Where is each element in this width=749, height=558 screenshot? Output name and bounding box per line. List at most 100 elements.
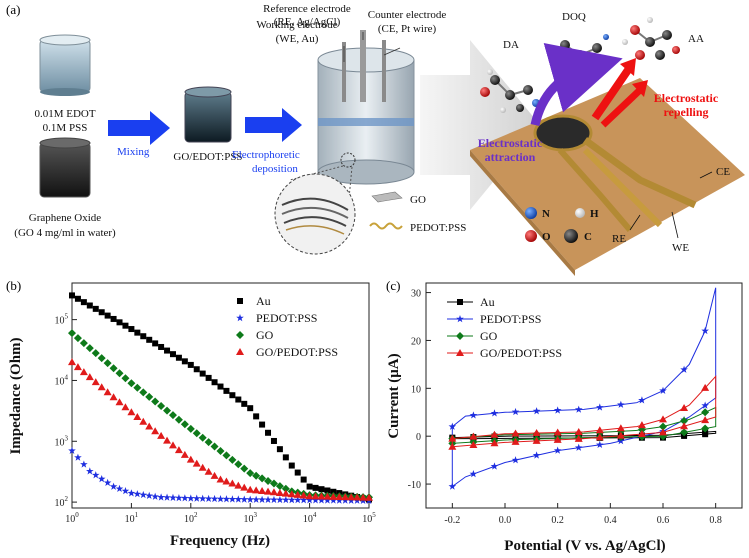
data-point-star	[163, 493, 171, 501]
data-point-star	[210, 494, 219, 503]
data-point-square	[282, 454, 289, 461]
repelling-label-2: repelling	[663, 105, 708, 119]
data-point-triangle	[151, 427, 160, 435]
y-tick-label-b: 104	[55, 373, 69, 387]
mixture-label: GO/EDOT:PSS	[173, 151, 242, 163]
data-point-square	[330, 488, 337, 495]
data-point-diamond	[180, 420, 189, 429]
legend-label-c: GO/PEDOT:PSS	[480, 346, 562, 360]
cv-curve-star	[451, 287, 717, 488]
data-point-diamond	[73, 334, 82, 343]
data-point-square	[152, 340, 159, 347]
data-point-square	[69, 292, 75, 299]
repelling-label-1: Electrostatic	[654, 91, 719, 105]
data-point-square	[324, 487, 331, 494]
data-point-star	[596, 403, 604, 411]
y-tick-label-c: 30	[411, 289, 421, 300]
data-point-star	[222, 495, 231, 503]
data-point-star	[121, 487, 130, 495]
data-point-square	[134, 329, 141, 336]
data-point-diamond	[91, 349, 100, 358]
film-zoom-icon	[274, 173, 356, 255]
data-point-triangle	[659, 428, 667, 436]
y-tick-label-c: -10	[408, 480, 421, 491]
legend-marker-c	[457, 299, 463, 305]
data-point-diamond	[168, 411, 177, 420]
data-point-star	[469, 411, 478, 419]
x-tick-label-b: 100	[65, 511, 79, 525]
data-point-triangle	[204, 467, 213, 475]
x-tick-label-c: 0.8	[709, 515, 722, 526]
data-point-star	[145, 491, 154, 500]
data-point-triangle	[198, 463, 207, 471]
data-point-square	[211, 379, 218, 386]
data-point-star	[86, 467, 94, 475]
data-point-diamond	[264, 476, 273, 485]
data-point-triangle	[680, 422, 689, 430]
data-point-diamond	[269, 479, 278, 488]
x-tick-label-c: 0.6	[657, 515, 670, 526]
data-point-star	[293, 496, 302, 504]
legend-label-b: GO	[256, 328, 274, 342]
legend-label-b: PEDOT:PSS	[256, 311, 317, 325]
data-point-star	[91, 471, 100, 479]
data-point-star	[109, 482, 118, 490]
data-point-diamond	[204, 438, 213, 447]
y-tick-label-c: 0	[416, 432, 421, 443]
legend-marker-b	[236, 331, 244, 339]
sensor-we-label: WE	[672, 242, 689, 254]
data-point-square	[187, 361, 194, 368]
data-point-diamond	[109, 364, 118, 373]
data-point-square	[98, 309, 105, 316]
data-point-triangle	[353, 493, 362, 501]
data-point-star	[169, 493, 177, 501]
edot-label-2: 0.1M PSS	[43, 122, 88, 134]
we-label-2: (WE, Au)	[276, 33, 319, 45]
mixing-label: Mixing	[117, 146, 150, 158]
doq-label: DOQ	[562, 11, 586, 23]
re-label-2: (RE, Ag/AgCl)	[274, 16, 341, 28]
we-label-1: Working electrode	[256, 19, 337, 31]
da-label: DA	[503, 39, 519, 51]
data-point-diamond	[139, 388, 148, 397]
data-point-star	[617, 400, 625, 408]
data-point-star	[115, 484, 124, 493]
data-point-triangle	[553, 428, 562, 436]
y-tick-label-b: 103	[55, 434, 69, 448]
data-point-triangle	[448, 434, 457, 442]
data-point-square	[259, 421, 266, 428]
data-point-diamond	[186, 424, 195, 433]
data-point-square	[169, 351, 176, 358]
data-point-star	[258, 495, 266, 503]
data-point-triangle	[637, 421, 646, 429]
data-point-star	[490, 462, 499, 470]
data-point-square	[306, 483, 313, 490]
data-point-diamond	[228, 455, 237, 464]
data-point-star	[311, 496, 320, 504]
data-point-square	[229, 392, 236, 399]
data-point-star	[448, 482, 457, 490]
epd-label-1: Electrophoretic	[232, 149, 300, 161]
data-point-star	[638, 396, 646, 404]
data-point-triangle	[347, 493, 356, 501]
data-point-diamond	[659, 422, 667, 431]
mixture-beaker-icon	[184, 86, 232, 143]
data-point-diamond	[163, 406, 172, 415]
x-tick-label-c: -0.2	[444, 515, 460, 526]
data-point-diamond	[121, 374, 130, 383]
data-point-diamond	[97, 354, 106, 363]
data-point-square	[223, 387, 230, 394]
data-point-square	[270, 437, 277, 444]
data-point-triangle	[275, 488, 284, 496]
attraction-arrow-icon	[530, 43, 623, 127]
data-point-diamond	[680, 416, 689, 425]
data-point-triangle	[68, 358, 76, 366]
data-point-triangle	[574, 428, 583, 436]
data-point-star	[305, 496, 314, 504]
legend-marker-b	[236, 348, 244, 355]
legend-marker-b	[237, 298, 243, 304]
data-point-triangle	[174, 446, 183, 454]
legend-label-c: PEDOT:PSS	[480, 312, 541, 326]
